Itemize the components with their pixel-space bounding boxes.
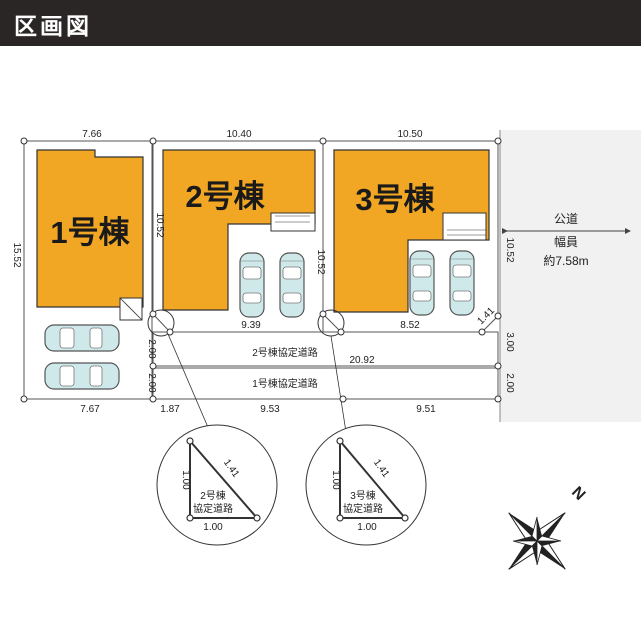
- dim-lot3-top: 10.50: [397, 129, 422, 140]
- car-icon: [449, 250, 475, 316]
- dim-lot2-bottom: 9.39: [241, 320, 261, 331]
- dim-right-3: 3.00: [504, 332, 515, 352]
- dim-lot1-left: 15.52: [11, 242, 22, 267]
- svg-text:2号棟: 2号棟: [200, 489, 226, 502]
- public-road-label: 公道: [554, 212, 578, 226]
- road-2: [152, 331, 499, 367]
- dim-bottom-953: 9.53: [260, 404, 280, 415]
- corner-detail-lot3: 1.00 1.41 1.00 3号棟 協定道路: [305, 424, 427, 546]
- svg-text:1.00: 1.00: [330, 470, 341, 490]
- building-1: [36, 149, 144, 308]
- svg-text:1.00: 1.00: [203, 522, 223, 533]
- car-icon: [409, 250, 435, 316]
- dim-lot2-left: 10.52: [154, 212, 165, 237]
- dim-bottom-187: 1.87: [160, 404, 180, 415]
- road2-label: 2号棟協定道路: [252, 346, 318, 359]
- dim-lot1-top: 7.66: [82, 129, 102, 140]
- building-3: [333, 149, 490, 313]
- dim-road2-width: 2.00: [146, 339, 157, 359]
- lot-1-outline: [23, 140, 153, 400]
- dim-lot3-right: 10.52: [504, 237, 515, 262]
- dim-lot1-bottom: 7.67: [80, 404, 100, 415]
- svg-text:協定道路: 協定道路: [343, 502, 383, 515]
- road-width-label: 幅員: [554, 234, 578, 249]
- car-icon: [44, 362, 120, 390]
- public-road: [500, 130, 641, 422]
- road1-label: 1号棟協定道路: [252, 377, 318, 390]
- dim-road1-width: 2.00: [146, 373, 157, 393]
- svg-text:協定道路: 協定道路: [193, 502, 233, 515]
- dim-lot2-top: 10.40: [226, 129, 251, 140]
- car-icon: [279, 252, 305, 318]
- svg-text:3号棟: 3号棟: [350, 489, 376, 502]
- car-icon: [239, 252, 265, 318]
- road-1: [152, 367, 499, 400]
- dim-corner-cut: 1.41: [475, 305, 497, 327]
- car-icon: [44, 324, 120, 352]
- header-bar: 区画図: [0, 0, 641, 46]
- dim-bottom-951: 9.51: [416, 404, 436, 415]
- corner-detail-lot2: 1.00 1.41 1.00 2号棟 協定道路: [156, 424, 278, 546]
- dim-lot3-bottom: 8.52: [400, 320, 420, 331]
- dim-road-length: 20.92: [349, 355, 374, 366]
- page-title: 区画図: [14, 13, 92, 40]
- road-width-value: 約7.58m: [543, 253, 588, 268]
- dim-right-2: 2.00: [504, 373, 515, 393]
- dim-lot3-left: 10.52: [315, 249, 326, 274]
- north-label: N: [568, 484, 588, 504]
- lot3-label: 3号棟: [355, 182, 435, 217]
- lot2-label: 2号棟: [185, 179, 265, 214]
- svg-text:1.00: 1.00: [357, 522, 377, 533]
- lot1-label: 1号棟: [50, 215, 130, 250]
- compass-rose-icon: [508, 512, 566, 570]
- svg-text:1.00: 1.00: [180, 470, 191, 490]
